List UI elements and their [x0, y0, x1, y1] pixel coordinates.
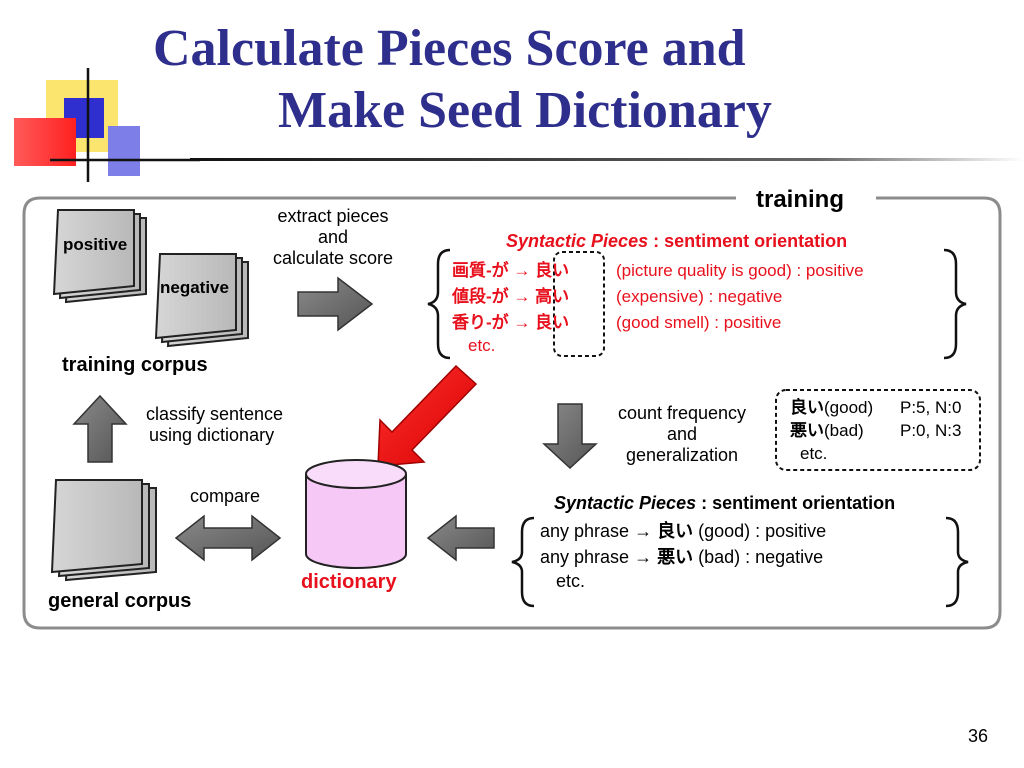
frequency-rows: 良い(good) P:5, N:0 悪い(bad) P:0, N:3 etc. [790, 396, 961, 465]
bottom-piece-phrase: any phrase [540, 547, 630, 567]
title-underline [190, 158, 1024, 161]
bottom-piece-jp: 良い [657, 521, 694, 541]
predicate-highlight-box [553, 251, 605, 357]
classify-caption: classify sentence using dictionary [146, 404, 283, 446]
top-heading-italic: Syntactic Pieces [506, 231, 649, 251]
classify-line-1: classify sentence [146, 404, 284, 424]
bottom-piece-arrow: → [634, 547, 653, 567]
frequency-jp: 良い [790, 398, 824, 417]
top-piece-en: (good smell) : positive [616, 313, 782, 332]
bottom-left-brace [511, 516, 535, 608]
extract-line-3: calculate score [272, 248, 394, 268]
generalize-arrow [426, 514, 495, 562]
frequency-box [775, 389, 981, 471]
frequency-etc: etc. [800, 444, 828, 463]
top-heading-rest: : sentiment orientation [648, 231, 848, 251]
top-piece-en: (picture quality is good) : positive [616, 261, 864, 280]
bottom-piece-jp: 悪い [657, 547, 694, 567]
extract-arrow [297, 276, 374, 332]
top-pieces-etc: etc. [468, 336, 496, 355]
title-line-1: Calculate Pieces Score and [153, 20, 746, 77]
bottom-heading-italic: Syntactic Pieces [554, 493, 697, 513]
training-corpus-label: training corpus [62, 354, 208, 376]
dictionary-label: dictionary [301, 571, 397, 593]
frequency-en: (good) [824, 398, 874, 417]
classify-arrow [72, 394, 128, 463]
top-left-brace [427, 248, 451, 360]
classify-line-2: using dictionary [149, 425, 275, 445]
frequency-score: P:5, N:0 [900, 398, 962, 417]
frame-label: training [756, 186, 844, 213]
frequency-row: 良い(good) P:5, N:0 [790, 396, 961, 419]
training-frame [22, 196, 1002, 630]
lavender-square [108, 126, 140, 176]
bottom-pieces-etc: etc. [556, 571, 586, 591]
dictionary-database-icon [305, 459, 407, 569]
bottom-piece-en: (bad) : negative [698, 547, 824, 567]
positive-label: positive [63, 235, 128, 254]
count-line-1: count frequency [617, 403, 747, 423]
bottom-piece-en: (good) : positive [698, 521, 827, 541]
negative-document-stack [154, 253, 249, 348]
top-piece-jp: 香り-が → 良い [452, 313, 570, 332]
page-number: 36 [968, 726, 989, 746]
bottom-heading-rest: : sentiment orientation [696, 493, 896, 513]
top-piece-row: 香り-が → 良い (good smell) : positive [452, 310, 864, 336]
top-piece-jp: 画質-が → 良い [452, 261, 570, 280]
top-pieces-heading: Syntactic Pieces : sentiment orientation [506, 231, 847, 252]
count-caption: count frequency and generalization [604, 403, 760, 466]
corner-decoration [14, 68, 200, 182]
top-pieces-rows: 画質-が → 良い (picture quality is good) : pos… [452, 258, 864, 356]
title-line-2: Make Seed Dictionary [278, 82, 772, 139]
bottom-pieces-heading: Syntactic Pieces : sentiment orientation [554, 493, 895, 514]
count-arrow [542, 403, 598, 470]
seed-arrow [377, 364, 478, 467]
top-piece-jp: 値段-が → 高い [452, 287, 570, 306]
bottom-right-brace [945, 516, 969, 608]
extract-caption: extract pieces and calculate score [258, 206, 408, 269]
count-line-3: generalization [625, 445, 739, 465]
frequency-jp: 悪い [790, 421, 824, 440]
bottom-piece-row: any phrase → 悪い (bad) : negative [540, 544, 826, 570]
top-piece-en: (expensive) : negative [616, 287, 783, 306]
red-square [14, 118, 76, 166]
bottom-piece-arrow: → [634, 521, 653, 541]
general-document-stack [50, 479, 157, 582]
compare-arrow [174, 514, 282, 562]
extract-line-2: and [317, 227, 349, 247]
top-right-brace [943, 248, 967, 360]
bottom-piece-row: any phrase → 良い (good) : positive [540, 518, 826, 544]
frequency-row: 悪い(bad) P:0, N:3 [790, 419, 961, 442]
bottom-piece-phrase: any phrase [540, 521, 630, 541]
count-line-2: and [666, 424, 698, 444]
extract-line-1: extract pieces [277, 206, 389, 226]
bottom-pieces-rows: any phrase → 良い (good) : positive any ph… [540, 518, 826, 592]
slide-title: Calculate Pieces Score and Make Seed Dic… [150, 18, 890, 142]
frequency-score: P:0, N:3 [900, 421, 962, 440]
top-piece-row: 画質-が → 良い (picture quality is good) : pos… [452, 258, 864, 284]
negative-label: negative [160, 278, 229, 297]
frequency-en: (bad) [824, 421, 864, 440]
top-piece-row: 値段-が → 高い (expensive) : negative [452, 284, 864, 310]
general-corpus-label: general corpus [48, 590, 192, 612]
compare-caption: compare [190, 486, 261, 506]
positive-document-stack [52, 209, 147, 304]
